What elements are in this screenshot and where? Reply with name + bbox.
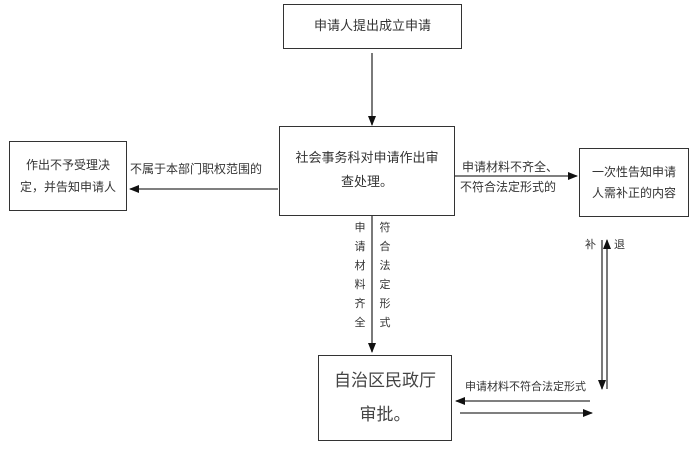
node-review-label: 社会事务科对申请作出审查处理。 <box>295 151 439 190</box>
node-approve-line2: 审批。 <box>359 405 411 425</box>
label-complete-right: 符合法定形式 <box>379 221 391 329</box>
node-supplement: 一次性告知申请人需补正的内容 <box>579 148 689 217</box>
node-approve: 自治区民政厅 审批。 <box>318 355 452 441</box>
node-reject: 作出不予受理决定，并告知申请人 <box>9 141 127 211</box>
label-complete-left: 申请材料齐全 <box>354 221 366 329</box>
node-review: 社会事务科对申请作出审查处理。 <box>279 126 455 216</box>
node-start: 申请人提出成立申请 <box>283 4 462 49</box>
label-return-down: 退 <box>614 238 625 251</box>
node-approve-line1: 自治区民政厅 <box>334 371 436 391</box>
label-bottom-return: 申请材料不符合法定形式 <box>465 380 586 393</box>
label-supplement-up: 补 <box>585 238 596 251</box>
label-not-in-scope: 不属于本部门职权范围的 <box>130 162 263 176</box>
node-reject-label: 作出不予受理决定，并告知申请人 <box>19 158 116 194</box>
label-incomplete-line1: 申请材料不齐全、 <box>462 160 559 174</box>
node-supplement-label: 一次性告知申请人需补正的内容 <box>591 164 676 200</box>
node-start-label: 申请人提出成立申请 <box>313 19 431 34</box>
label-incomplete-line2: 不符合法定形式的 <box>460 180 557 194</box>
